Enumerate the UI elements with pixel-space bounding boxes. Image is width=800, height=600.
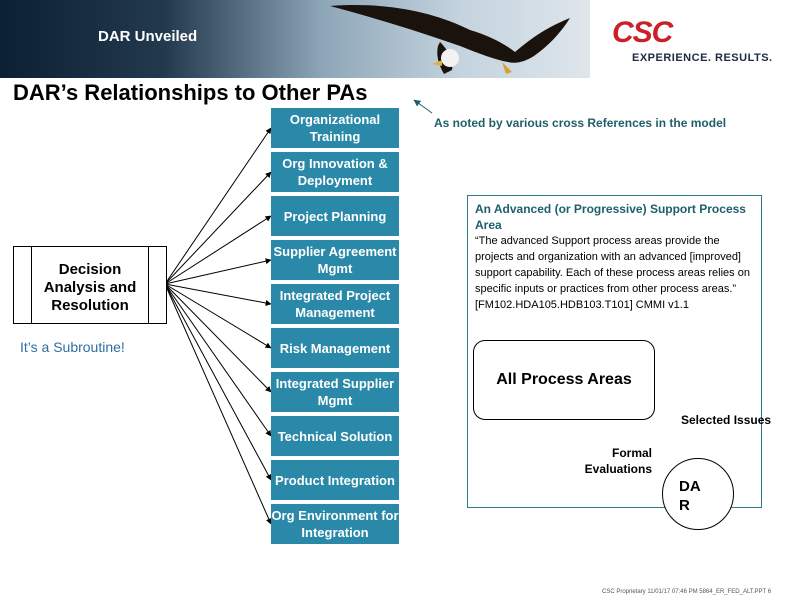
pa-box-product-integration: Product Integration [271,460,399,500]
slide-header: DAR Unveiled CSC EXPERIENCE. RESULTS. [0,0,800,78]
pa-label: Risk Management [279,340,391,356]
dar-circle-label: DAR [679,478,701,514]
brand-logo: CSC [612,16,673,49]
pa-box-integrated-project-management: Integrated Project Management [271,284,399,324]
banner-title: DAR Unveiled [98,28,198,45]
connector-integrated-project [164,283,272,306]
info-quote: “The advanced Support process areas prov… [475,235,750,311]
connector-technical-solution [164,283,272,437]
pa-label: Organizational Training [289,112,381,144]
connector-product-integration [164,283,272,481]
all-process-areas-box: All Process Areas [473,340,655,420]
pa-box-org-environment-for-integration: Org Environment for Integration [271,504,399,544]
dar-process-box: Decision Analysis and Resolution [13,246,167,324]
header-banner: DAR Unveiled [0,0,590,78]
pa-label: Integrated Supplier Mgmt [275,376,395,408]
pa-box-org-innovation-deployment: Org Innovation & Deployment [271,152,399,192]
dar-circle: DAR [662,458,734,530]
cross-reference-note: As noted by various cross References in … [434,116,727,130]
connector-supplier-agreement [164,258,272,285]
pa-box-project-planning: Project Planning [271,196,399,236]
pa-label: Supplier Agreement Mgmt [273,244,397,276]
slide-footer: CSC Proprietary 11/01/17 07:46 PM 5864_E… [602,589,772,595]
pa-label: Integrated Project Management [279,288,391,320]
pa-label: Org Innovation & Deployment [282,156,388,188]
pa-box-organizational-training: Organizational Training [271,108,399,148]
formal-evaluations-label: Formal Evaluations [584,446,652,476]
connector-org-innovation [164,171,272,285]
info-heading: An Advanced (or Progressive) Support Pro… [475,202,746,232]
pa-label: Product Integration [275,472,395,488]
pa-box-technical-solution: Technical Solution [271,416,399,456]
connector-org-environment [164,283,272,525]
connector-organizational-training [164,127,272,285]
brand-area: CSC EXPERIENCE. RESULTS. [590,0,800,78]
pa-box-integrated-supplier-mgmt: Integrated Supplier Mgmt [271,372,399,412]
pa-box-supplier-agreement-mgmt: Supplier Agreement Mgmt [271,240,399,280]
connector-integrated-supplier [164,283,272,393]
title-pointer-arrow [413,99,433,114]
dar-box-left-bar [31,247,32,323]
dar-box-label: Decision Analysis and Resolution [43,261,137,314]
page-title: DAR’s Relationships to Other PAs [13,80,368,105]
pa-connectors [164,127,272,525]
brand-tagline: EXPERIENCE. RESULTS. [632,52,773,64]
selected-issues-label: Selected Issues [681,413,772,427]
subroutine-note: It’s a Subroutine! [20,339,125,355]
connector-project-planning [164,215,272,285]
pa-label: Org Environment for Integration [271,508,399,540]
pa-label: Project Planning [283,208,387,224]
all-process-areas-label: All Process Areas [496,371,632,388]
eagle-icon [330,5,570,74]
dar-box-right-bar [148,247,149,323]
connector-risk-management [164,283,272,349]
pa-box-risk-management: Risk Management [271,328,399,368]
pa-label: Technical Solution [277,428,393,444]
